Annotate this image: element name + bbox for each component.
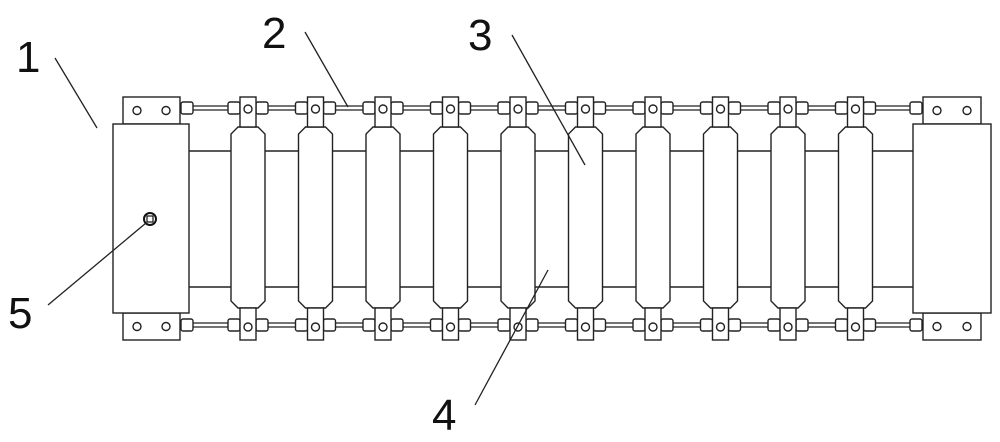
mounting-plate: [122, 96, 181, 125]
chain-link: [699, 101, 714, 115]
chain-link: [525, 318, 539, 332]
label-3: 3: [468, 11, 492, 60]
slat: [500, 126, 536, 309]
chain-link: [457, 101, 472, 115]
mounting-plate: [122, 312, 181, 341]
chain-link: [227, 101, 241, 115]
bolt-5: [143, 212, 157, 226]
bolt-hole-icon: [132, 321, 142, 332]
chain-link: [909, 101, 923, 115]
chains: [180, 101, 923, 332]
chain-link: [390, 318, 404, 332]
chain-link: [429, 101, 444, 115]
leader-lines: [47, 31, 586, 406]
slat: [770, 126, 806, 309]
end-block: [912, 123, 992, 314]
hole-icon: [648, 104, 658, 114]
chain-link: [429, 318, 444, 332]
chain-link: [592, 101, 607, 115]
chain-link: [322, 318, 337, 332]
chain-link: [180, 101, 194, 115]
chain-link: [294, 318, 309, 332]
chain-link: [862, 101, 877, 115]
chain-link: [795, 101, 809, 115]
chain-link: [795, 318, 809, 332]
slat: [635, 126, 671, 309]
slat: [837, 126, 874, 309]
hole-icon: [310, 104, 321, 114]
chain-link: [390, 101, 404, 115]
hole-icon: [243, 322, 253, 332]
hole-icon: [715, 322, 726, 332]
hole-icon: [243, 104, 253, 114]
hole-icon: [378, 104, 388, 114]
hole-icon: [310, 322, 321, 332]
hole-icon: [850, 322, 861, 332]
bolt-hole-icon: [161, 321, 171, 332]
label-1: 1: [16, 33, 40, 82]
chain-link: [564, 101, 579, 115]
hole-icon: [378, 322, 388, 332]
bolt-hole-icon: [962, 105, 972, 116]
bolt-hole-icon: [161, 105, 171, 116]
chain-link: [909, 318, 923, 332]
slat: [365, 126, 401, 309]
chain-link: [255, 318, 269, 332]
bolt-hole-icon: [132, 105, 142, 116]
slat: [702, 126, 739, 309]
hole-icon: [445, 322, 456, 332]
hole-icon: [850, 104, 861, 114]
chain-link: [227, 318, 241, 332]
hole-icon: [783, 322, 793, 332]
chain-link: [592, 318, 607, 332]
chain-link: [632, 101, 646, 115]
chain-link: [497, 318, 511, 332]
hole-icon: [648, 322, 658, 332]
chain-link: [699, 318, 714, 332]
mounting-plate: [922, 96, 982, 125]
label-4: 4: [432, 391, 456, 440]
slat: [432, 126, 469, 309]
chain-link: [727, 318, 742, 332]
slats: [230, 96, 874, 341]
chain-link: [767, 101, 781, 115]
chain-link: [362, 318, 376, 332]
chain-link: [727, 101, 742, 115]
chain-link: [497, 101, 511, 115]
chain-link: [525, 101, 539, 115]
hole-icon: [783, 104, 793, 114]
chain-link: [834, 101, 849, 115]
label-2: 2: [262, 9, 286, 58]
slat: [230, 126, 266, 309]
chain-link: [180, 318, 194, 332]
bolt-hole-icon: [932, 321, 942, 332]
chain-link: [767, 318, 781, 332]
chain-link: [564, 318, 579, 332]
chain-link: [660, 101, 674, 115]
chain-link: [255, 101, 269, 115]
hole-icon: [445, 104, 456, 114]
bolt-hole-icon: [932, 105, 942, 116]
chain-link: [660, 318, 674, 332]
chain-link: [294, 101, 309, 115]
label-5: 5: [8, 289, 32, 338]
hole-icon: [513, 104, 523, 114]
bolt-hole-icon: [962, 321, 972, 332]
end-blocks: [112, 96, 992, 341]
chain-link: [457, 318, 472, 332]
chain-link: [632, 318, 646, 332]
chain-link: [322, 101, 337, 115]
chain-link: [834, 318, 849, 332]
chain-link: [362, 101, 376, 115]
hole-icon: [580, 104, 591, 114]
hole-icon: [580, 322, 591, 332]
mounting-plate: [922, 312, 982, 341]
slat: [297, 126, 334, 309]
end-block: [112, 123, 190, 314]
slat: [567, 126, 604, 309]
hole-icon: [715, 104, 726, 114]
chain-link: [862, 318, 877, 332]
